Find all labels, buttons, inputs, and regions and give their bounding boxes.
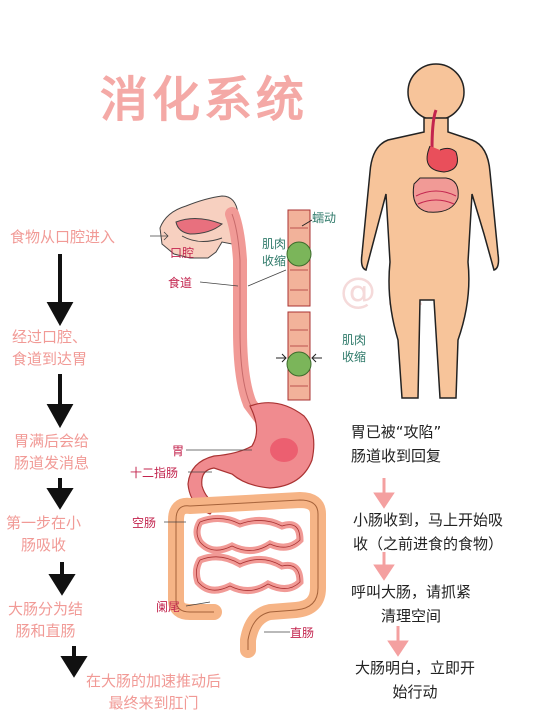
human-body-figure [360, 63, 500, 399]
leader-lines [150, 231, 290, 633]
left-step-2: 经过口腔、 食道到达胃 [12, 328, 88, 368]
label-appendix: 阑尾 [156, 600, 181, 614]
label-esophagus: 食道 [168, 276, 193, 290]
left-step-1: 食物从口腔进入 [10, 228, 116, 246]
left-step-3: 胃满后会给 肠道发消息 [14, 432, 90, 472]
right-flow-arrows [373, 478, 409, 657]
left-step-4: 第一步在小 肠吸收 [6, 514, 82, 554]
label-rectum: 直肠 [290, 626, 315, 640]
small-intestine [192, 515, 304, 594]
right-step-4: 大肠明白，立即开 始行动 [354, 659, 475, 701]
right-step-3: 呼叫大肠，请抓紧 清理空间 [350, 583, 471, 625]
label-stomach: 胃 [172, 444, 185, 458]
stomach-shape [187, 402, 315, 515]
label-muscle-relax: 肌肉 收缩 [262, 237, 287, 268]
left-step-5: 大肠分为结 肠和直肠 [8, 600, 84, 640]
peristalsis-diagram [276, 209, 322, 401]
esophagus-tube [225, 207, 269, 427]
left-step-6: 在大肠的加速推动后 最终来到肛门 [86, 672, 222, 712]
label-muscle-contract: 肌肉 收缩 [342, 333, 367, 364]
right-step-1: 胃已被“攻陷” 肠道收到回复 [350, 423, 442, 465]
right-step-2: 小肠收到，马上开始吸 收（之前进食的食物） [352, 511, 503, 553]
left-flow-arrows [46, 254, 88, 678]
label-mouth: 口腔 [170, 246, 195, 260]
label-colon: 空肠 [132, 516, 157, 530]
label-duodenum: 十二指肠 [130, 466, 179, 480]
label-peristalsis: 蠕动 [312, 211, 337, 225]
page-title: 消化系统 [100, 72, 309, 128]
head-profile [159, 195, 239, 259]
